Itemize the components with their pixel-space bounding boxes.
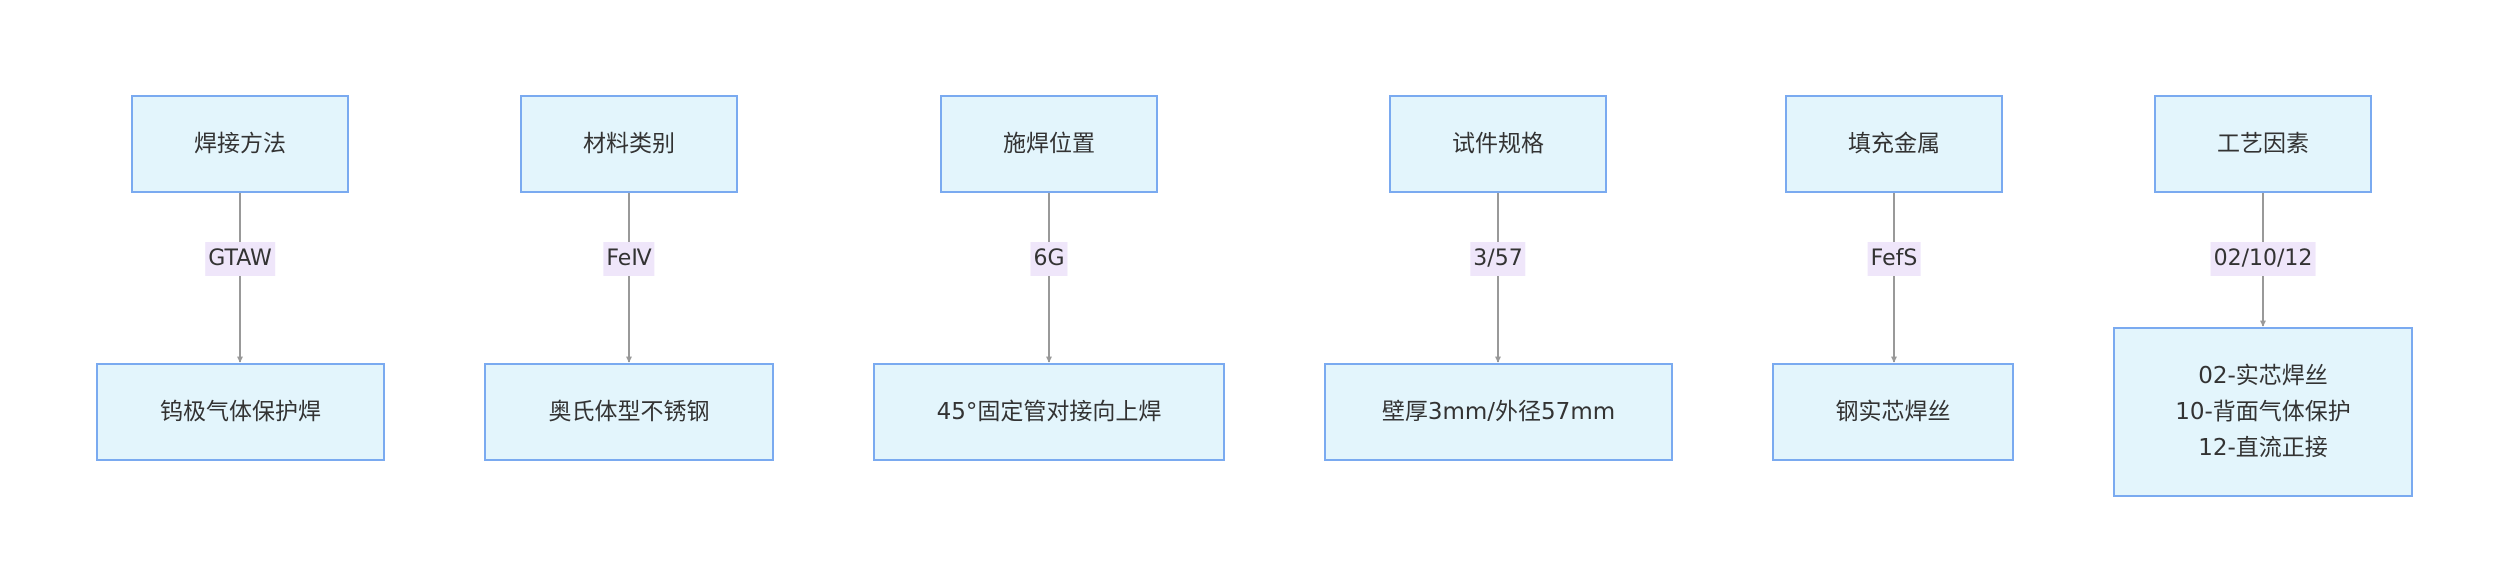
- node-welding-method-desc: 钨极气体保护焊: [96, 363, 385, 461]
- edge-label-material-category: FeⅣ: [603, 242, 655, 276]
- node-process-factors-desc: 02-实芯焊丝 10-背面气体保护 12-直流正接: [2113, 327, 2413, 497]
- node-label: 钨极气体保护焊: [160, 399, 321, 425]
- edge-label-filler-metal: FefS: [1867, 242, 1921, 276]
- node-label: 12-直流正接: [2198, 435, 2328, 461]
- node-filler-metal-desc: 钢实芯焊丝: [1772, 363, 2014, 461]
- node-label: 钢实芯焊丝: [1835, 399, 1951, 425]
- node-material-category-desc: 奥氏体型不锈钢: [484, 363, 774, 461]
- node-process-factors: 工艺因素: [2154, 95, 2372, 193]
- node-label: 02-实芯焊丝: [2198, 363, 2328, 389]
- node-label: 焊接方法: [194, 131, 286, 157]
- node-label: 施焊位置: [1003, 131, 1095, 157]
- node-label: 试件规格: [1452, 131, 1544, 157]
- node-specimen-spec: 试件规格: [1389, 95, 1607, 193]
- node-label: 10-背面气体保护: [2175, 399, 2351, 425]
- edge-label-specimen-spec: 3/57: [1470, 242, 1526, 276]
- node-welding-method: 焊接方法: [131, 95, 349, 193]
- node-label: 奥氏体型不锈钢: [548, 399, 710, 425]
- edge-label-process-factors: 02/10/12: [2210, 242, 2316, 276]
- node-label: 填充金属: [1848, 131, 1940, 157]
- node-filler-metal: 填充金属: [1785, 95, 2003, 193]
- edge-label-welding-method: GTAW: [205, 242, 275, 276]
- node-material-category: 材料类别: [520, 95, 738, 193]
- node-welding-position-desc: 45°固定管对接向上焊: [873, 363, 1225, 461]
- node-label: 壁厚3mm/外径57mm: [1381, 399, 1616, 425]
- node-label: 45°固定管对接向上焊: [936, 399, 1162, 425]
- node-specimen-spec-desc: 壁厚3mm/外径57mm: [1324, 363, 1673, 461]
- node-label: 材料类别: [583, 131, 675, 157]
- edge-label-welding-position: 6G: [1030, 242, 1068, 276]
- node-label: 工艺因素: [2217, 131, 2309, 157]
- node-welding-position: 施焊位置: [940, 95, 1158, 193]
